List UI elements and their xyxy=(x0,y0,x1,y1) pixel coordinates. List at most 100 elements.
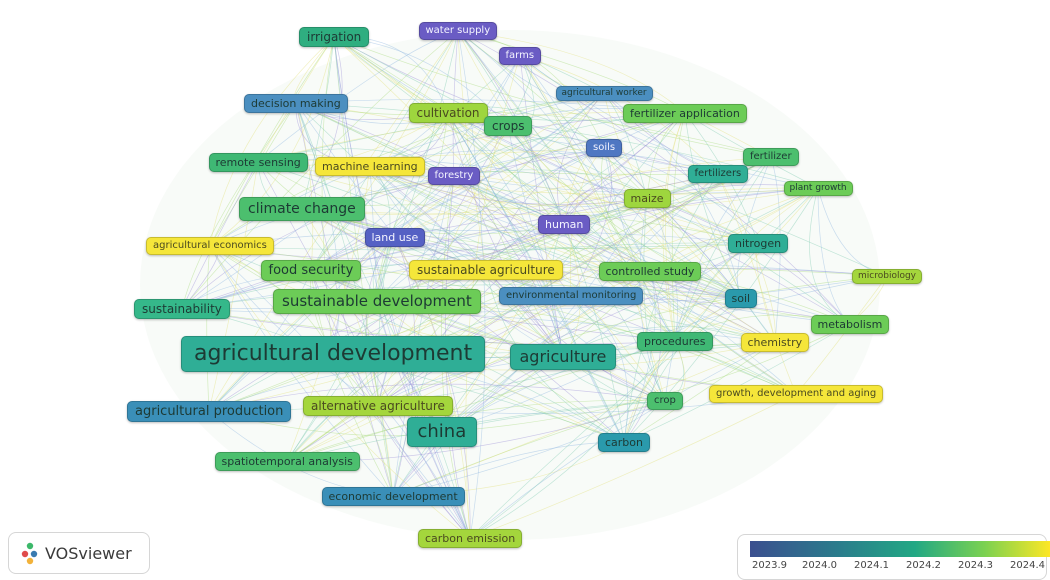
keyword-node[interactable]: forestry xyxy=(427,167,481,185)
keyword-node[interactable]: carbon xyxy=(598,432,650,452)
network-edge xyxy=(662,112,686,342)
network-edge xyxy=(310,269,666,402)
keyword-node[interactable]: sustainable agriculture xyxy=(409,260,563,280)
network-edge xyxy=(333,36,651,272)
keyword-node[interactable]: microbiology xyxy=(852,268,922,284)
network-edge xyxy=(664,156,772,402)
keyword-node[interactable]: agricultural worker xyxy=(555,85,653,101)
network-edge xyxy=(453,175,742,299)
keyword-node[interactable]: soils xyxy=(586,139,623,157)
keyword-node[interactable]: sustainability xyxy=(134,299,230,319)
network-edge xyxy=(333,36,772,158)
legend-tick: 2024.0 xyxy=(802,560,837,571)
network-edge xyxy=(209,242,759,251)
vosviewer-logo-icon xyxy=(21,542,38,565)
network-edge xyxy=(601,147,651,272)
network-edge xyxy=(623,270,662,443)
network-edge xyxy=(301,36,335,210)
keyword-node[interactable]: soil xyxy=(724,288,758,308)
keyword-node[interactable]: chemistry xyxy=(740,332,810,352)
network-edge xyxy=(770,156,781,343)
network-edge xyxy=(563,223,797,395)
network-edge xyxy=(570,147,612,297)
network-edge xyxy=(295,102,394,497)
network-edge xyxy=(310,92,605,271)
keyword-node[interactable]: remote sensing xyxy=(208,152,308,172)
network-edge xyxy=(295,102,340,355)
network-edge xyxy=(310,112,686,271)
network-edge xyxy=(208,383,666,412)
network-edge xyxy=(286,340,676,462)
network-edge xyxy=(394,92,605,238)
network-edge xyxy=(441,223,565,433)
network-edge xyxy=(301,208,666,402)
legend-tick: 2024.1 xyxy=(854,560,889,571)
network-edge xyxy=(301,208,759,250)
keyword-node[interactable]: maize xyxy=(623,188,671,208)
network-edge xyxy=(295,102,759,244)
keyword-node[interactable]: water supply xyxy=(418,22,498,40)
keyword-node[interactable]: land use xyxy=(364,227,426,247)
keyword-node[interactable]: irrigation xyxy=(299,27,370,47)
network-edge xyxy=(441,297,742,433)
keyword-node[interactable]: spatiotemporal analysis xyxy=(214,451,360,471)
keyword-node[interactable]: economic development xyxy=(321,486,465,506)
network-edge xyxy=(286,400,666,462)
network-edge xyxy=(376,147,605,302)
legend-tick: 2024.3 xyxy=(958,560,993,571)
network-edge xyxy=(295,102,396,238)
network-edge xyxy=(181,30,459,310)
network-edge xyxy=(717,173,776,343)
keyword-node[interactable]: decision making xyxy=(244,93,348,113)
keyword-node[interactable]: environmental monitoring xyxy=(499,287,644,305)
keyword-node[interactable]: alternative agriculture xyxy=(303,396,453,416)
network-edge xyxy=(507,125,742,299)
keyword-node[interactable]: climate change xyxy=(239,197,365,221)
keyword-node[interactable]: agriculture xyxy=(509,344,617,370)
keyword-node[interactable]: nitrogen xyxy=(728,233,789,253)
keyword-node[interactable]: metabolism xyxy=(810,314,890,334)
keyword-node[interactable]: machine learning xyxy=(315,156,425,176)
network-edge xyxy=(507,125,888,277)
network-edge xyxy=(469,393,797,539)
network-edge xyxy=(623,187,819,443)
color-legend: 2023.9 2024.0 2024.1 2024.2 2024.3 2024.… xyxy=(737,534,1050,580)
network-edge xyxy=(208,269,487,412)
vosviewer-logo-text: VOSviewer xyxy=(45,543,132,563)
keyword-node[interactable]: fertilizer application xyxy=(623,103,747,123)
network-edge xyxy=(209,36,335,247)
keyword-node[interactable]: agricultural development xyxy=(181,336,486,372)
keyword-node[interactable]: procedures xyxy=(637,331,713,351)
keyword-node[interactable]: crop xyxy=(647,392,683,410)
network-edge xyxy=(441,242,759,433)
keyword-node[interactable]: agricultural production xyxy=(127,400,292,422)
keyword-node[interactable]: crops xyxy=(484,116,533,136)
keyword-node[interactable]: fertilizer xyxy=(743,148,799,166)
network-edge xyxy=(286,173,719,462)
keyword-node[interactable]: plant growth xyxy=(783,180,853,196)
network-edge xyxy=(377,275,888,407)
network-edge xyxy=(377,125,509,407)
network-edge xyxy=(639,197,666,402)
keyword-node[interactable]: fertilizers xyxy=(687,165,749,183)
network-edge xyxy=(570,147,605,297)
keyword-node[interactable]: cultivation xyxy=(408,103,488,123)
keyword-node[interactable]: sustainable development xyxy=(273,288,481,314)
keyword-node[interactable]: growth, development and aging xyxy=(709,385,884,403)
network-edge xyxy=(519,55,719,175)
network-edge xyxy=(674,187,819,342)
network-edge xyxy=(447,112,564,358)
keyword-node[interactable]: china xyxy=(406,417,478,447)
network-edge xyxy=(333,36,759,244)
network-edge xyxy=(208,161,259,412)
network-edge xyxy=(376,112,449,302)
keyword-node[interactable]: agricultural economics xyxy=(146,237,274,255)
keyword-node[interactable]: farms xyxy=(498,47,542,65)
keyword-node[interactable]: carbon emission xyxy=(418,528,523,548)
network-edge xyxy=(295,102,314,271)
keyword-node[interactable]: human xyxy=(538,214,591,234)
keyword-node[interactable]: food security xyxy=(260,259,362,281)
keyword-node[interactable]: controlled study xyxy=(598,261,702,281)
network-edge xyxy=(392,175,455,497)
network-edge xyxy=(301,208,742,299)
